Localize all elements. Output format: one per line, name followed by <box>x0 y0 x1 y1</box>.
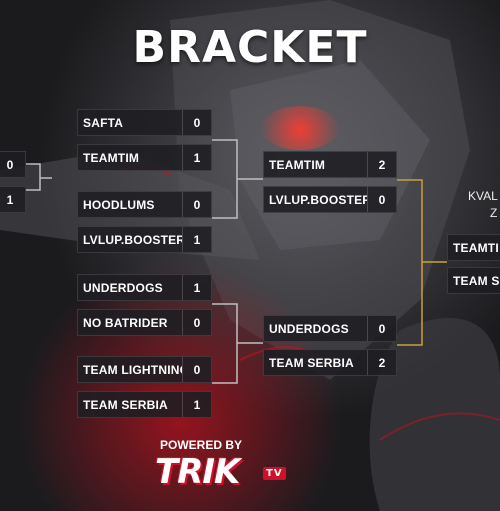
team-name: TEAMTIM <box>83 150 140 165</box>
team-name: LVLUP.BOOSTER <box>269 192 367 207</box>
team-name: UNDERDOGS <box>269 321 349 336</box>
next-round-label-2: Z <box>490 206 498 220</box>
team-score: 0 <box>182 357 211 382</box>
team-name: UNDERDOGS <box>83 280 163 295</box>
r1-match3-team1[interactable]: UNDERDOGS 1 <box>77 274 212 301</box>
team-score: 0 <box>182 110 211 135</box>
team-score: 2 <box>367 152 396 177</box>
r2-match1-team2[interactable]: LVLUP.BOOSTER 0 <box>263 186 397 213</box>
team-name: SAFTA <box>83 115 124 130</box>
r1-match4-team1[interactable]: TEAM LIGHTNING 0 <box>77 356 212 383</box>
r1-match1-team2[interactable]: TEAMTIM 1 <box>77 144 212 171</box>
team-score: 1 <box>182 227 211 252</box>
team-score: 1 <box>182 392 211 417</box>
r2-match2-team2[interactable]: TEAM SERBIA 2 <box>263 349 397 376</box>
page-title: BRACKET <box>132 22 368 73</box>
r1-match4-team2[interactable]: TEAM SERBIA 1 <box>77 391 212 418</box>
r3-team2[interactable]: TEAM S <box>447 267 500 294</box>
team-score: 0 <box>367 187 396 212</box>
team-name: TEAM S <box>453 273 500 288</box>
r1-match1-team1[interactable]: SAFTA 0 <box>77 109 212 136</box>
left-partial-slot-1[interactable]: 0 <box>0 151 26 178</box>
team-name: LVLUP.BOOSTER <box>83 232 182 247</box>
left-partial-score-2: 1 <box>6 192 14 207</box>
team-name: TEAMTI <box>453 240 499 255</box>
r1-match3-team2[interactable]: NO BATRIDER 0 <box>77 309 212 336</box>
r1-match2-team2[interactable]: LVLUP.BOOSTER 1 <box>77 226 212 253</box>
team-score: 0 <box>367 316 396 341</box>
team-score: 1 <box>182 145 211 170</box>
team-name: TEAM SERBIA <box>83 397 168 412</box>
left-partial-slot-2[interactable]: 1 <box>0 186 26 213</box>
team-name: TEAM LIGHTNING <box>83 362 182 377</box>
brid-logo: TV <box>260 458 286 486</box>
tv-badge: TV <box>263 466 286 480</box>
left-partial-score-1: 0 <box>6 157 14 172</box>
r1-match2-team1[interactable]: HOODLUMS 0 <box>77 191 212 218</box>
r2-match2-team1[interactable]: UNDERDOGS 0 <box>263 315 397 342</box>
powered-by-label: POWERED BY <box>160 438 243 452</box>
trik-logo: TRIK <box>155 452 240 492</box>
team-score: 1 <box>182 275 211 300</box>
team-score: 0 <box>182 192 211 217</box>
next-round-label: KVAL <box>468 189 498 203</box>
team-name: HOODLUMS <box>83 197 155 212</box>
team-name: TEAMTIM <box>269 157 326 172</box>
team-name: TEAM SERBIA <box>269 355 354 370</box>
team-score: 2 <box>367 350 396 375</box>
r3-team1[interactable]: TEAMTI <box>447 234 500 261</box>
team-name: NO BATRIDER <box>83 315 168 330</box>
team-score: 0 <box>182 310 211 335</box>
r2-match1-team1[interactable]: TEAMTIM 2 <box>263 151 397 178</box>
